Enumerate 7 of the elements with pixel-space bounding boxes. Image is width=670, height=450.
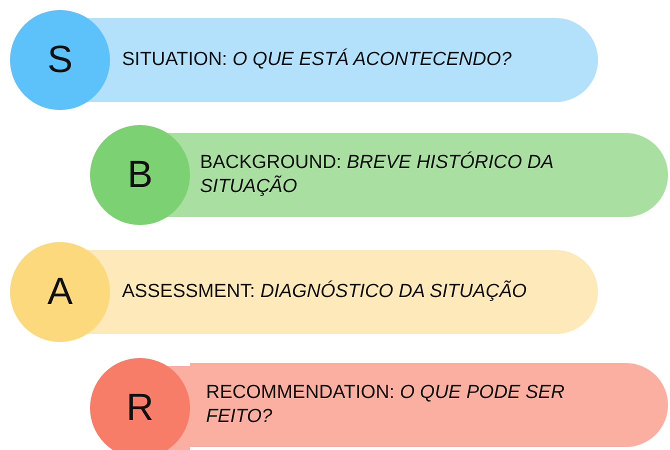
description-text: RECOMMENDATION: O QUE PODE SER FEITO? [206,381,566,429]
letter-circle: A [10,242,110,342]
description-text: SITUATION: O QUE ESTÁ ACONTECENDO? [122,48,513,72]
letter-circle: S [10,10,110,110]
letter-circle: B [90,125,190,225]
description-text: ASSESSMENT: DIAGNÓSTICO DA SITUAÇÃO [122,280,528,304]
description-text: BACKGROUND: BREVE HISTÓRICO DA SITUAÇÃO [200,151,554,199]
